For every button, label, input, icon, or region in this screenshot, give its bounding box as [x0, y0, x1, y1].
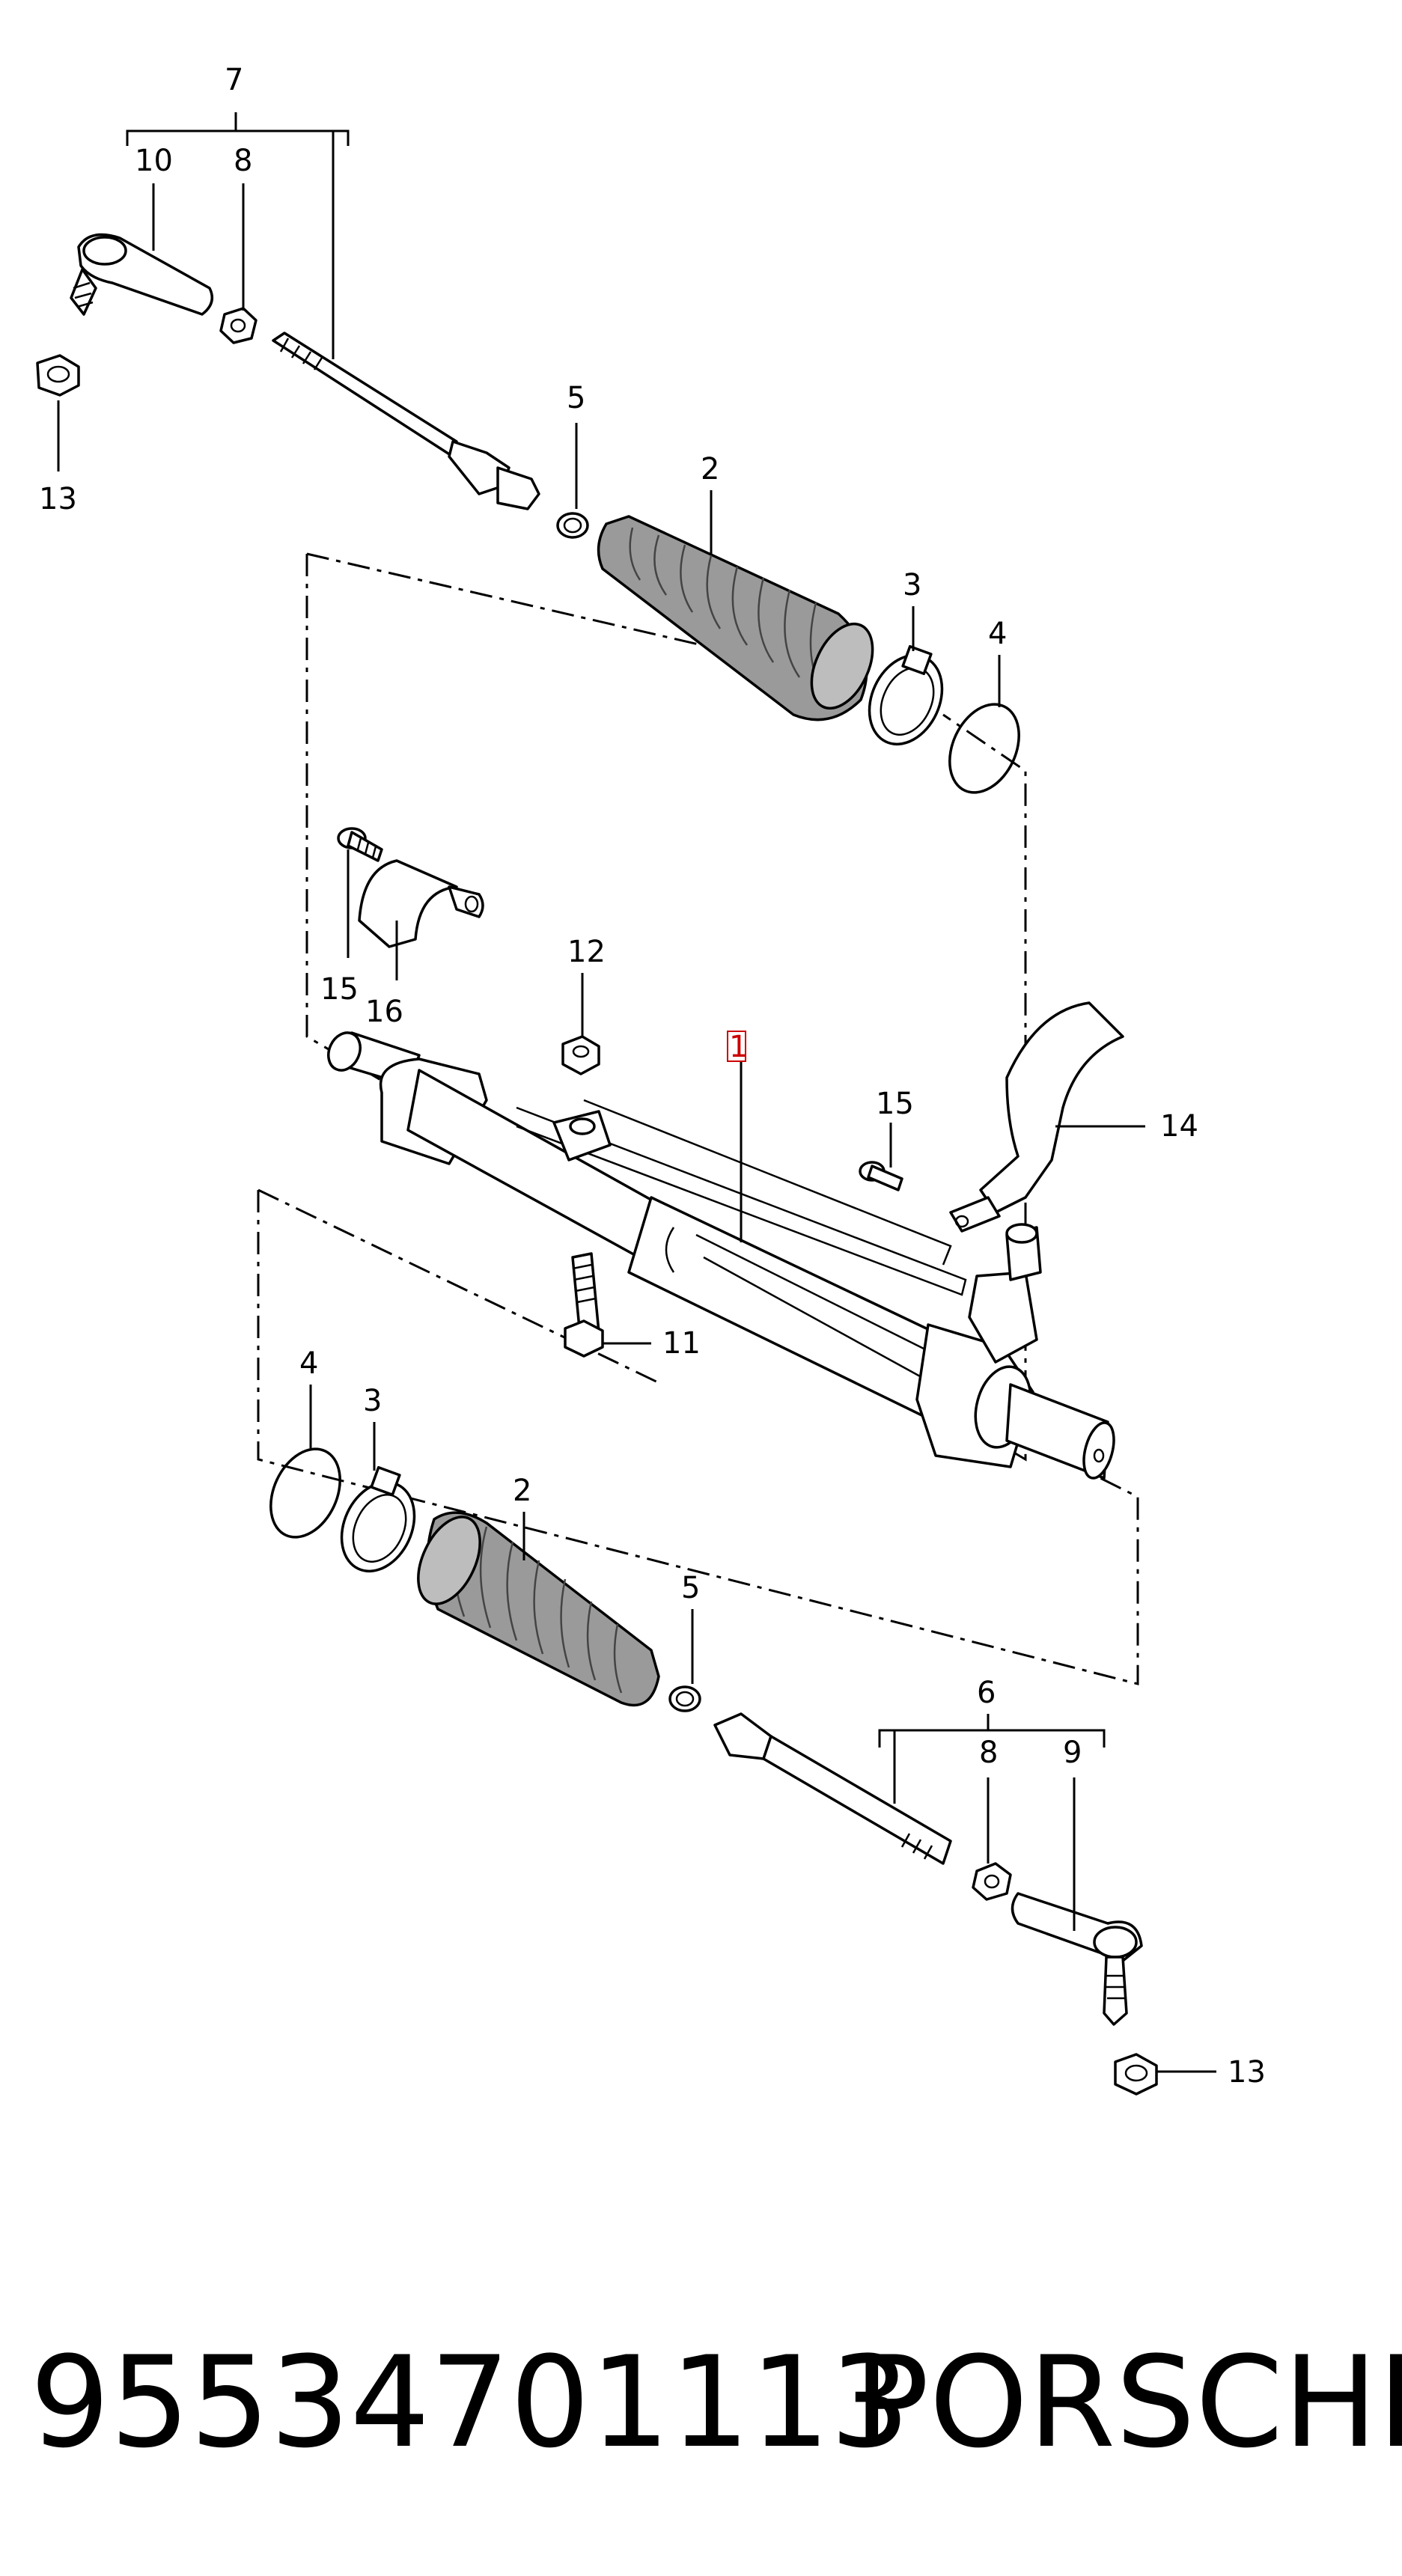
o-ring-4-top[interactable]: [936, 693, 1033, 804]
callout-2-top[interactable]: 2: [701, 452, 719, 486]
callout-4-bottom[interactable]: 4: [299, 1346, 318, 1381]
clamp-5-bottom[interactable]: [668, 1685, 701, 1712]
callout-3-bottom[interactable]: 3: [363, 1384, 382, 1418]
bracket-14[interactable]: [949, 1001, 1124, 1233]
callout-16[interactable]: 16: [365, 995, 403, 1029]
callout-15-left[interactable]: 15: [320, 972, 359, 1007]
bracket-6: [878, 1729, 1106, 1748]
bracket-7: [126, 129, 350, 146]
callout-2-bottom[interactable]: 2: [513, 1474, 531, 1508]
o-ring-4-bottom[interactable]: [257, 1438, 354, 1548]
callout-8-bottom[interactable]: 8: [979, 1736, 998, 1770]
callout-14[interactable]: 14: [1160, 1109, 1198, 1144]
callout-1-highlight-box: [727, 1031, 746, 1062]
callout-3-top[interactable]: 3: [903, 568, 921, 602]
lower-assembly-frame: [257, 1190, 1139, 1685]
callout-7[interactable]: 7: [225, 63, 243, 97]
boot-2-bottom[interactable]: [406, 1507, 660, 1707]
clamp-5-top[interactable]: [556, 512, 589, 539]
nut-12[interactable]: [561, 1035, 600, 1075]
bolt-11[interactable]: [564, 1252, 604, 1358]
nut-13-top[interactable]: [36, 354, 80, 397]
callout-13-top[interactable]: 13: [39, 482, 77, 516]
bolt-15-left[interactable]: [337, 827, 383, 862]
callout-1[interactable]: 1: [729, 1030, 748, 1064]
steering-rack-1[interactable]: [323, 1028, 1119, 1481]
callout-6[interactable]: 6: [977, 1676, 996, 1710]
callout-12[interactable]: 12: [567, 935, 606, 969]
callout-9[interactable]: 9: [1063, 1736, 1082, 1770]
callout-8-top[interactable]: 8: [234, 144, 252, 178]
callout-5-top[interactable]: 5: [567, 381, 585, 415]
nut-8-top[interactable]: [219, 307, 257, 344]
mount-clamp-16[interactable]: [358, 859, 484, 948]
lower-frame-top-edge: [257, 1188, 663, 1386]
brand-name: PORSCHE: [853, 2329, 1402, 2476]
footer-caption: 95534701113 PORSCHE: [30, 2328, 1402, 2477]
callout-15-right[interactable]: 15: [876, 1087, 914, 1121]
inner-tie-rod-bottom[interactable]: [713, 1712, 952, 1865]
upper-assembly-frame: [305, 554, 1027, 1462]
nut-13-bottom[interactable]: [1114, 2053, 1158, 2096]
boot-2-top[interactable]: [597, 515, 886, 721]
part-number: 95534701113: [30, 2329, 910, 2476]
clamp-3-bottom[interactable]: [328, 1465, 428, 1583]
tie-rod-end-9[interactable]: [1011, 1892, 1143, 2026]
callout-4-top[interactable]: 4: [988, 617, 1007, 651]
callout-11[interactable]: 11: [662, 1326, 701, 1361]
callout-5-bottom[interactable]: 5: [681, 1571, 700, 1605]
inner-tie-rod-top[interactable]: [272, 332, 540, 510]
nut-8-bottom[interactable]: [972, 1862, 1012, 1901]
clamp-3-top[interactable]: [856, 644, 956, 756]
callout-13-bottom[interactable]: 13: [1228, 2055, 1266, 2090]
callout-10-top[interactable]: 10: [135, 144, 173, 178]
bolt-15-right[interactable]: [859, 1161, 903, 1191]
tie-rod-end-10[interactable]: [70, 233, 214, 316]
